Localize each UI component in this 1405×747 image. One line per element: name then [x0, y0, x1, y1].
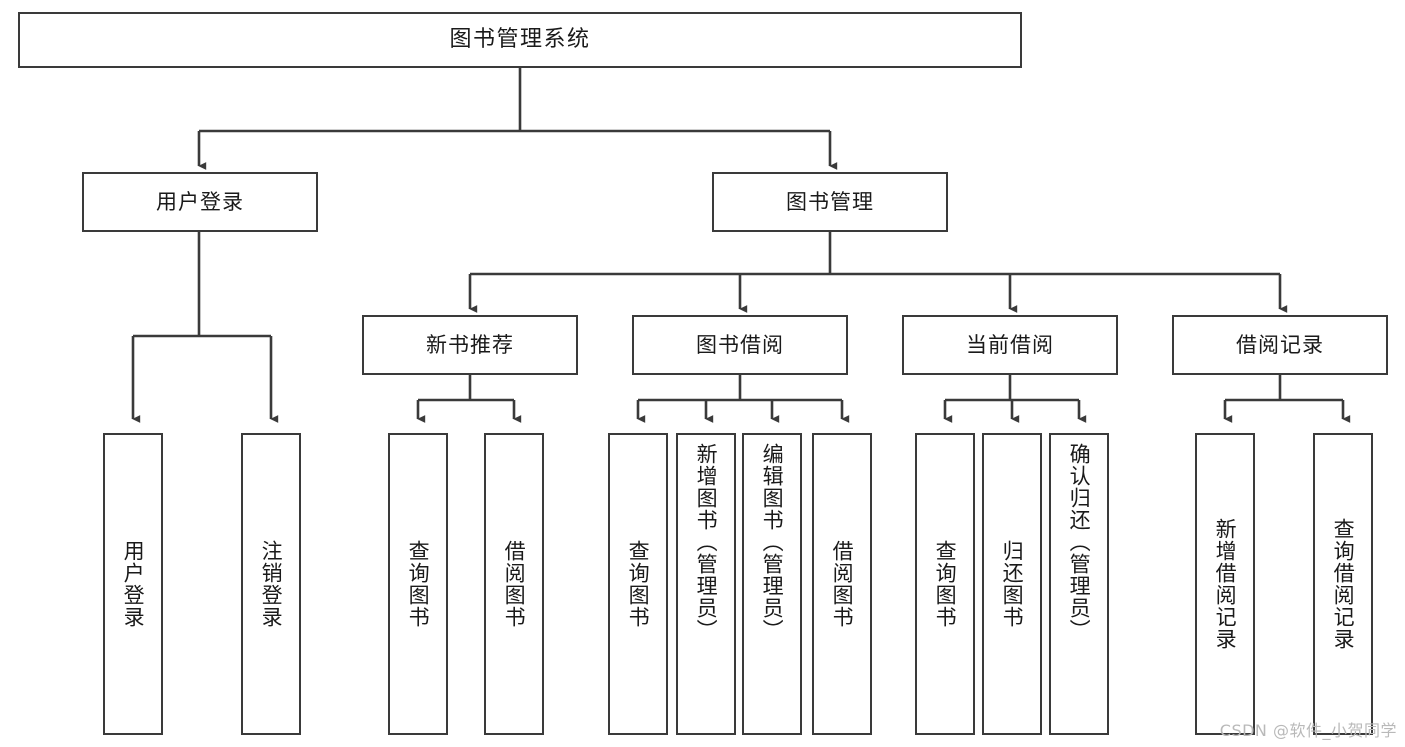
node-leaf-add-record-label: 新增借阅记录 [1213, 518, 1238, 650]
node-root-label: 图书管理系统 [449, 27, 591, 52]
node-current-borrow-label: 当前借阅 [966, 332, 1054, 357]
node-leaf-logout-login-label: 注销登录 [259, 540, 284, 628]
node-leaf-borrow-book-1[interactable]: 借阅图书 [484, 433, 544, 735]
node-leaf-edit-book-label: 编辑图书（管理员） [760, 443, 785, 641]
node-leaf-query-book-1[interactable]: 查询图书 [388, 433, 448, 735]
node-leaf-query-book-2[interactable]: 查询图书 [608, 433, 668, 735]
node-borrow-record[interactable]: 借阅记录 [1172, 315, 1388, 375]
node-leaf-logout-login[interactable]: 注销登录 [241, 433, 301, 735]
node-book-manage[interactable]: 图书管理 [712, 172, 948, 232]
node-leaf-borrow-book-2[interactable]: 借阅图书 [812, 433, 872, 735]
node-leaf-add-record[interactable]: 新增借阅记录 [1195, 433, 1255, 735]
node-leaf-add-book[interactable]: 新增图书（管理员） [676, 433, 736, 735]
node-leaf-edit-book[interactable]: 编辑图书（管理员） [742, 433, 802, 735]
node-current-borrow[interactable]: 当前借阅 [902, 315, 1118, 375]
node-book-borrow[interactable]: 图书借阅 [632, 315, 848, 375]
csdn-watermark: CSDN @软件_小贺同学 [1219, 721, 1397, 740]
node-leaf-query-record-label: 查询借阅记录 [1331, 518, 1356, 650]
node-leaf-query-book-2-label: 查询图书 [626, 540, 651, 628]
node-leaf-query-book-1-label: 查询图书 [406, 540, 431, 628]
node-leaf-return-book-label: 归还图书 [1000, 540, 1025, 628]
node-leaf-add-book-label: 新增图书（管理员） [694, 443, 719, 641]
node-user-login-label: 用户登录 [156, 189, 244, 214]
node-leaf-return-book[interactable]: 归还图书 [982, 433, 1042, 735]
node-leaf-query-book-3-label: 查询图书 [933, 540, 958, 628]
node-root-book-management-system[interactable]: 图书管理系统 [18, 12, 1022, 68]
node-leaf-query-book-3[interactable]: 查询图书 [915, 433, 975, 735]
node-new-book-recommend-label: 新书推荐 [426, 332, 514, 357]
node-user-login[interactable]: 用户登录 [82, 172, 318, 232]
node-book-borrow-label: 图书借阅 [696, 332, 784, 357]
node-leaf-confirm-return[interactable]: 确认归还（管理员） [1049, 433, 1109, 735]
node-leaf-borrow-book-1-label: 借阅图书 [502, 540, 527, 628]
node-leaf-query-record[interactable]: 查询借阅记录 [1313, 433, 1373, 735]
node-leaf-user-login-label: 用户登录 [121, 540, 146, 628]
node-book-manage-label: 图书管理 [786, 189, 874, 214]
node-leaf-confirm-return-label: 确认归还（管理员） [1067, 443, 1092, 641]
node-borrow-record-label: 借阅记录 [1236, 332, 1324, 357]
node-new-book-recommend[interactable]: 新书推荐 [362, 315, 578, 375]
node-leaf-borrow-book-2-label: 借阅图书 [830, 540, 855, 628]
node-leaf-user-login[interactable]: 用户登录 [103, 433, 163, 735]
